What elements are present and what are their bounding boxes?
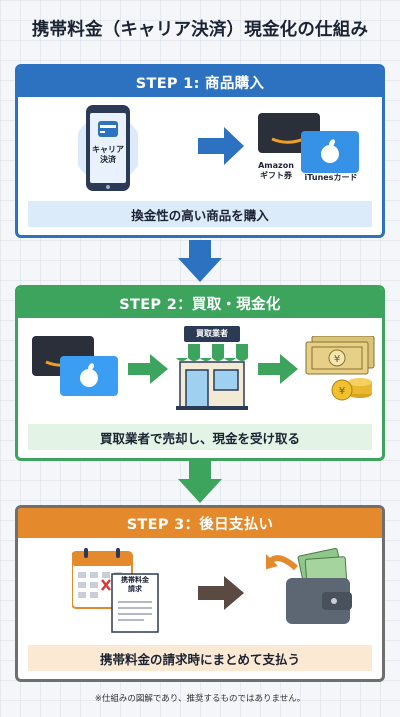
svg-text:¥: ¥: [334, 354, 340, 365]
cash-icon: ¥ ¥: [305, 336, 375, 401]
amazon-card-label: Amazon ギフト券: [258, 161, 294, 180]
phone-label: キャリア 決済: [92, 145, 124, 164]
step3-header: STEP 3：後日支払い: [18, 508, 382, 538]
shop-sign: 買取業者: [196, 329, 228, 338]
step1-header: STEP 1: 商品購入: [18, 67, 382, 97]
arrow-down-icon: [178, 240, 222, 282]
step2-header: STEP 2：買取・現金化: [18, 288, 382, 318]
bill-label: 携帯料金 請求: [121, 576, 149, 593]
arrow-down-icon: [178, 461, 222, 503]
step3-caption: 携帯料金の請求時にまとめて支払う: [28, 645, 372, 671]
page-title: 携帯料金（キャリア決済）現金化の仕組み: [31, 20, 369, 40]
arrow-right-icon: [198, 576, 244, 610]
calendar-bill-icon: [72, 548, 159, 633]
step1-body: キャリア 決済 Amazon ギフト券 iTunesカード: [18, 97, 382, 193]
step2-panel: STEP 2：買取・現金化: [15, 285, 385, 461]
itunes-card-icon: [301, 131, 359, 173]
smartphone-icon: [78, 105, 138, 191]
arrow-right-icon: [198, 127, 244, 165]
step2-caption: 買取業者で売却し、現金を受け取る: [28, 424, 372, 450]
step1-caption: 換金性の高い商品を購入: [28, 201, 372, 227]
svg-text:¥: ¥: [339, 386, 345, 397]
gift-cards-icon: [32, 336, 118, 396]
step2-body: 買取業者 ¥ ¥: [18, 318, 382, 414]
arrow-right-icon: [258, 354, 298, 384]
wallet-icon: [266, 547, 352, 624]
step1-panel: STEP 1: 商品購入 キャリア 決済 Ama: [15, 64, 385, 238]
disclaimer-note: ※仕組みの図解であり、推奨するものではありません。: [94, 694, 306, 704]
itunes-card-label: iTunesカード: [304, 173, 358, 182]
shop-icon: [176, 326, 248, 410]
step3-body: 携帯料金 請求: [18, 538, 382, 634]
step3-panel: STEP 3：後日支払い 携帯料金 請求: [15, 505, 385, 682]
arrow-right-icon: [128, 354, 168, 384]
